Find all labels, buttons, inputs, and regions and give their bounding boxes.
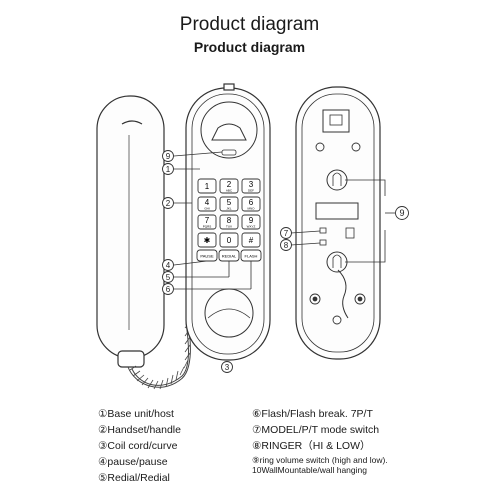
keypad-key-label: 6	[249, 198, 254, 207]
keypad-key[interactable]	[241, 178, 261, 194]
page-subtitle: Product diagram	[193, 39, 306, 55]
keypad-key[interactable]	[219, 196, 239, 212]
keypad-key-label: 5	[227, 198, 232, 207]
legend-num-6: ⑥	[252, 408, 262, 420]
base-unit-back	[295, 86, 381, 360]
legend-text-7: MODEL/P/T mode switch	[261, 424, 380, 436]
keypad-key[interactable]	[241, 232, 261, 248]
legend-num-5: ⑤	[98, 472, 108, 484]
legend-num-7: ⑦	[252, 424, 262, 436]
keypad-key-label: 8	[227, 216, 232, 225]
legend-item-3: ③Coil cord/curve	[98, 440, 177, 452]
redial-key-label: REDIAL	[222, 254, 237, 259]
legend-item-6: ⑥Flash/Flash break. 7P/T	[252, 408, 373, 420]
legend-text-6: Flash/Flash break. 7P/T	[261, 408, 373, 420]
keypad-key[interactable]	[219, 232, 239, 248]
legend-text-8: RINGER（HI & LOW）	[261, 440, 371, 452]
keypad-key-sublabel: JKL	[226, 207, 232, 211]
keypad-key[interactable]	[197, 178, 217, 194]
legend-item-8: ⑧RINGER（HI & LOW）	[252, 440, 371, 452]
keypad-key[interactable]	[241, 214, 261, 230]
keypad-key-label: 3	[249, 180, 254, 189]
keypad-key-label: #	[249, 236, 254, 245]
callout-7: 7	[284, 229, 289, 238]
legend-num-4: ④	[98, 456, 108, 468]
keypad-key[interactable]	[197, 196, 217, 212]
callout-9-front: 9	[166, 152, 171, 161]
legend-item-4: ④pause/pause	[98, 456, 168, 468]
legend-text-9: ring volume switch (high and low). 10Wal…	[252, 455, 388, 475]
pause-key-label: PAUSE	[200, 254, 214, 259]
legend-num-2: ②	[98, 424, 108, 436]
callout-4: 4	[166, 261, 171, 270]
keypad-key-label: 2	[227, 180, 232, 189]
handset	[96, 95, 165, 368]
callout-2: 2	[166, 199, 171, 208]
keypad-key-sublabel: PQRS	[203, 225, 212, 229]
keypad-key[interactable]	[219, 214, 239, 230]
keypad-key-label: 1	[205, 182, 210, 191]
keypad-key-label: 9	[249, 216, 254, 225]
keypad-key-label: 7	[205, 216, 210, 225]
legend-item-9: ⑨ring volume switch (high and low). 10Wa…	[252, 455, 392, 475]
keypad-key-sublabel: GHI	[204, 207, 210, 211]
legend-item-7: ⑦MODEL/P/T mode switch	[252, 424, 379, 436]
keypad-key-label: ✱	[204, 236, 211, 245]
callout-3: 3	[225, 363, 230, 372]
callout-circles	[162, 150, 409, 373]
callout-leaders	[173, 151, 395, 290]
keypad-key[interactable]	[241, 196, 261, 212]
callout-1: 1	[166, 165, 171, 174]
keypad-key-label: 4	[205, 198, 210, 207]
legend-text-4: pause/pause	[107, 456, 168, 468]
legend-item-5: ⑤Redial/Redial	[98, 472, 170, 484]
keypad-key-sublabel: DEF	[248, 189, 254, 193]
legend-text-1: Base unit/host	[107, 408, 174, 420]
legend-num-1: ①	[98, 408, 108, 420]
callout-6: 6	[166, 285, 171, 294]
legend-text-3: Coil cord/curve	[107, 440, 178, 452]
keypad-key-sublabel: MNO	[248, 207, 256, 211]
keypad-key[interactable]	[197, 232, 217, 248]
keypad-key-label: 0	[227, 236, 232, 245]
callout-5: 5	[166, 273, 171, 282]
keypad-key[interactable]	[197, 214, 217, 230]
keypad-key-sublabel: TUV	[226, 225, 232, 229]
legend-item-1: ①Base unit/host	[98, 408, 174, 420]
legend-item-2: ②Handset/handle	[98, 424, 181, 436]
legend-text-5: Redial/Redial	[107, 472, 170, 484]
keypad-key-sublabel: ABC	[226, 189, 233, 193]
page-title: Product diagram	[179, 14, 320, 35]
legend-num-8: ⑧	[252, 440, 262, 452]
keypad-key-sublabel: WXYZ	[247, 225, 256, 229]
callout-9-back: 9	[399, 208, 404, 218]
callout-8: 8	[284, 241, 289, 250]
legend-num-9: ⑨	[252, 455, 260, 465]
legend-text-2: Handset/handle	[107, 424, 181, 436]
legend-num-3: ③	[98, 440, 108, 452]
flash-key-label: FLASH	[245, 254, 258, 259]
keypad-key[interactable]	[219, 178, 239, 194]
